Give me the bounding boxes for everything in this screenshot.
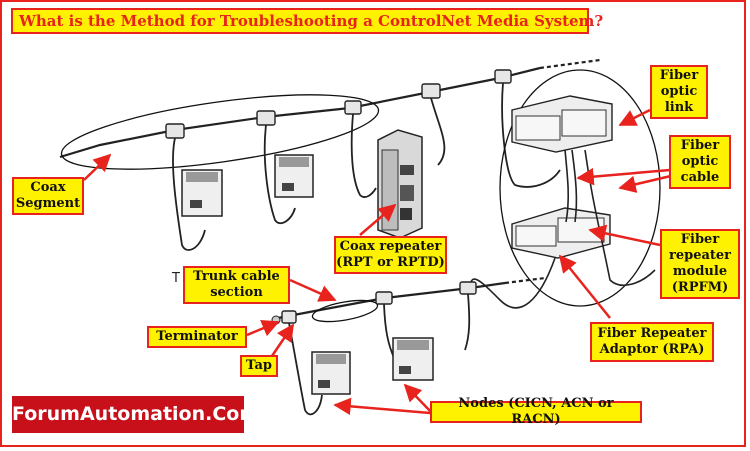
lower-taps	[281, 281, 477, 324]
fiber-link-ellipse	[499, 69, 661, 307]
lower-trunk-cable	[277, 276, 546, 320]
label-fiber-repeater-module: Fiber repeater module (RPFM)	[660, 229, 740, 299]
upper-trunk-cable	[59, 58, 601, 159]
page-title: What is the Method for Troubleshooting a…	[11, 8, 603, 34]
upper-drop-cables	[172, 82, 561, 251]
node-module-1	[181, 169, 223, 217]
fiber-repeater-module-device	[511, 207, 611, 259]
node-module-3	[311, 351, 351, 395]
trunk-section-ellipse	[311, 299, 379, 323]
label-coax-segment: Coax Segment	[12, 177, 84, 215]
brand-logo: ForumAutomation.Com	[12, 396, 259, 433]
label-tap: Tap	[240, 355, 278, 377]
coax-segment-ellipse	[60, 94, 380, 170]
label-coax-repeater: Coax repeater (RPT or RPTD)	[334, 236, 447, 274]
fiber-link-module	[511, 95, 613, 153]
callout-arrows	[83, 108, 676, 416]
label-fiber-optic-link: Fiber optic link	[650, 65, 708, 119]
label-fiber-optic-cable: Fiber optic cable	[669, 135, 731, 189]
label-terminator: Terminator	[147, 326, 247, 348]
coax-repeater-device	[377, 129, 423, 239]
label-fiber-repeater-adaptor: Fiber Repeater Adaptor (RPA)	[590, 322, 714, 362]
label-nodes: Nodes (CICN, ACN or RACN)	[430, 396, 642, 427]
upper-taps	[165, 69, 512, 139]
stray-text: T	[172, 271, 180, 286]
node-module-4	[392, 337, 434, 381]
label-trunk-cable-section: Trunk cable section	[183, 266, 290, 304]
node-module-2	[274, 154, 314, 198]
